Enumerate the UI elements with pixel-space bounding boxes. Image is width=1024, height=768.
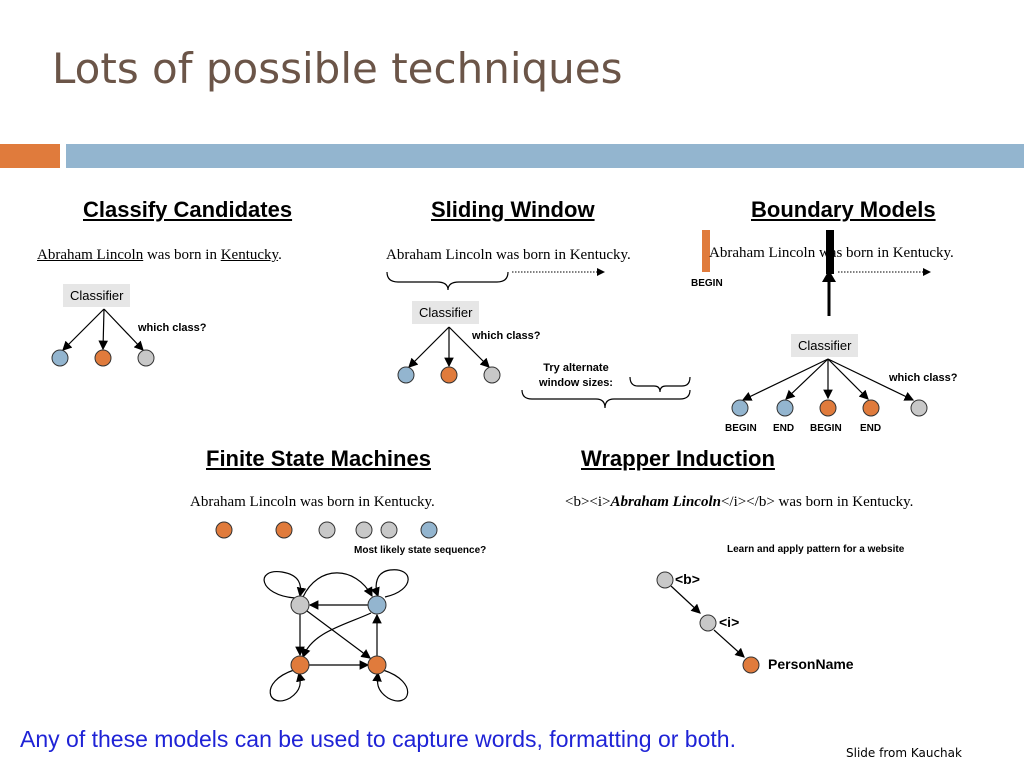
boundary-node-begin-orange [819,399,837,417]
wrapper-heading: Wrapper Induction [581,446,775,471]
header-bar-orange [0,144,60,168]
wrapper-node-i [699,614,717,632]
try-alternate-label: Try alternate window sizes: [530,361,622,391]
boundary-heading: Boundary Models [751,197,936,222]
sliding-window-graphics [386,268,691,409]
current-boundary-marker [826,230,834,274]
candidate-abraham-lincoln: Abraham Lincoln [37,247,144,263]
most-likely-label: Most likely state sequence? [354,545,487,556]
class-node-blue [51,349,69,367]
footer-note: Any of these models can be used to captu… [20,726,736,752]
leaf-label-end-2: END [860,423,882,434]
wrapper-label-personname: PersonName [768,656,854,672]
fsm-heading: Finite State Machines [206,446,431,471]
small-brace [629,376,691,393]
wrapper-graphics [656,571,760,674]
try-line2: window sizes: [539,377,613,389]
boundary-classifier-box: Classifier [791,334,859,357]
class-node-gray [137,349,155,367]
boundary-which-class: which class? [889,372,958,384]
try-line1: Try alternate [543,362,609,374]
class-node-orange [94,349,112,367]
wrapper-node-personname [742,656,760,674]
boundary-node-end-orange [862,399,880,417]
boundary-sentence: Abraham Lincoln was born in Kentucky. [709,245,954,261]
classify-sentence: Abraham Lincoln was born in Kentucky. [37,247,282,264]
sliding-heading: Sliding Window [431,197,595,222]
window-node-orange [440,366,458,384]
wrapper-name: Abraham Lincoln [610,494,721,510]
wrapper-close-tags: </i></b> was born in Kentucky. [720,494,914,510]
sliding-classifier-box: Classifier [412,301,480,324]
fsm-sentence: Abraham Lincoln was born in Kentucky. [190,494,435,510]
leaf-label-end-1: END [773,423,795,434]
fsm-graph [263,569,409,702]
boundary-node-begin-blue [731,399,749,417]
wrapper-label-b: <b> [675,571,700,587]
wrapper-sentence: <b><i>Abraham Lincoln</i></b> was born i… [565,494,913,511]
fsm-state-blue [367,595,387,615]
learn-apply-label: Learn and apply pattern for a website [727,544,905,555]
begin-marker-label: BEGIN [691,278,723,289]
large-brace [521,389,691,409]
leaf-label-begin-2: BEGIN [810,423,842,434]
which-class-label: which class? [138,322,207,334]
begin-boundary-marker [702,230,710,272]
window-node-gray [483,366,501,384]
sentence-middle: was born in [143,247,221,263]
wrapper-node-b [656,571,674,589]
fsm-state-orange-right [367,655,387,675]
classify-tree [51,308,155,367]
sliding-which-class: which class? [472,330,541,342]
boundary-graphics [702,230,931,417]
wrapper-label-i: <i> [719,614,740,630]
fsm-sequence [215,521,438,539]
sliding-sentence: Abraham Lincoln was born in Kentucky. [386,247,631,263]
fsm-state-gray [290,595,310,615]
window-node-blue [397,366,415,384]
slide-title: Lots of possible techniques [52,44,623,93]
slide-credit: Slide from Kauchak [846,746,962,760]
classify-heading: Classify Candidates [83,197,293,222]
boundary-node-gray [910,399,928,417]
candidate-kentucky: Kentucky [220,247,279,263]
header-bar-blue [66,144,1024,168]
sentence-period: . [278,247,282,263]
boundary-node-end-blue [776,399,794,417]
leaf-label-begin-1: BEGIN [725,423,757,434]
wrapper-open-tags: <b><i> [565,494,611,510]
classifier-box: Classifier [63,284,131,307]
fsm-state-orange-left [290,655,310,675]
window-brace [386,271,509,291]
